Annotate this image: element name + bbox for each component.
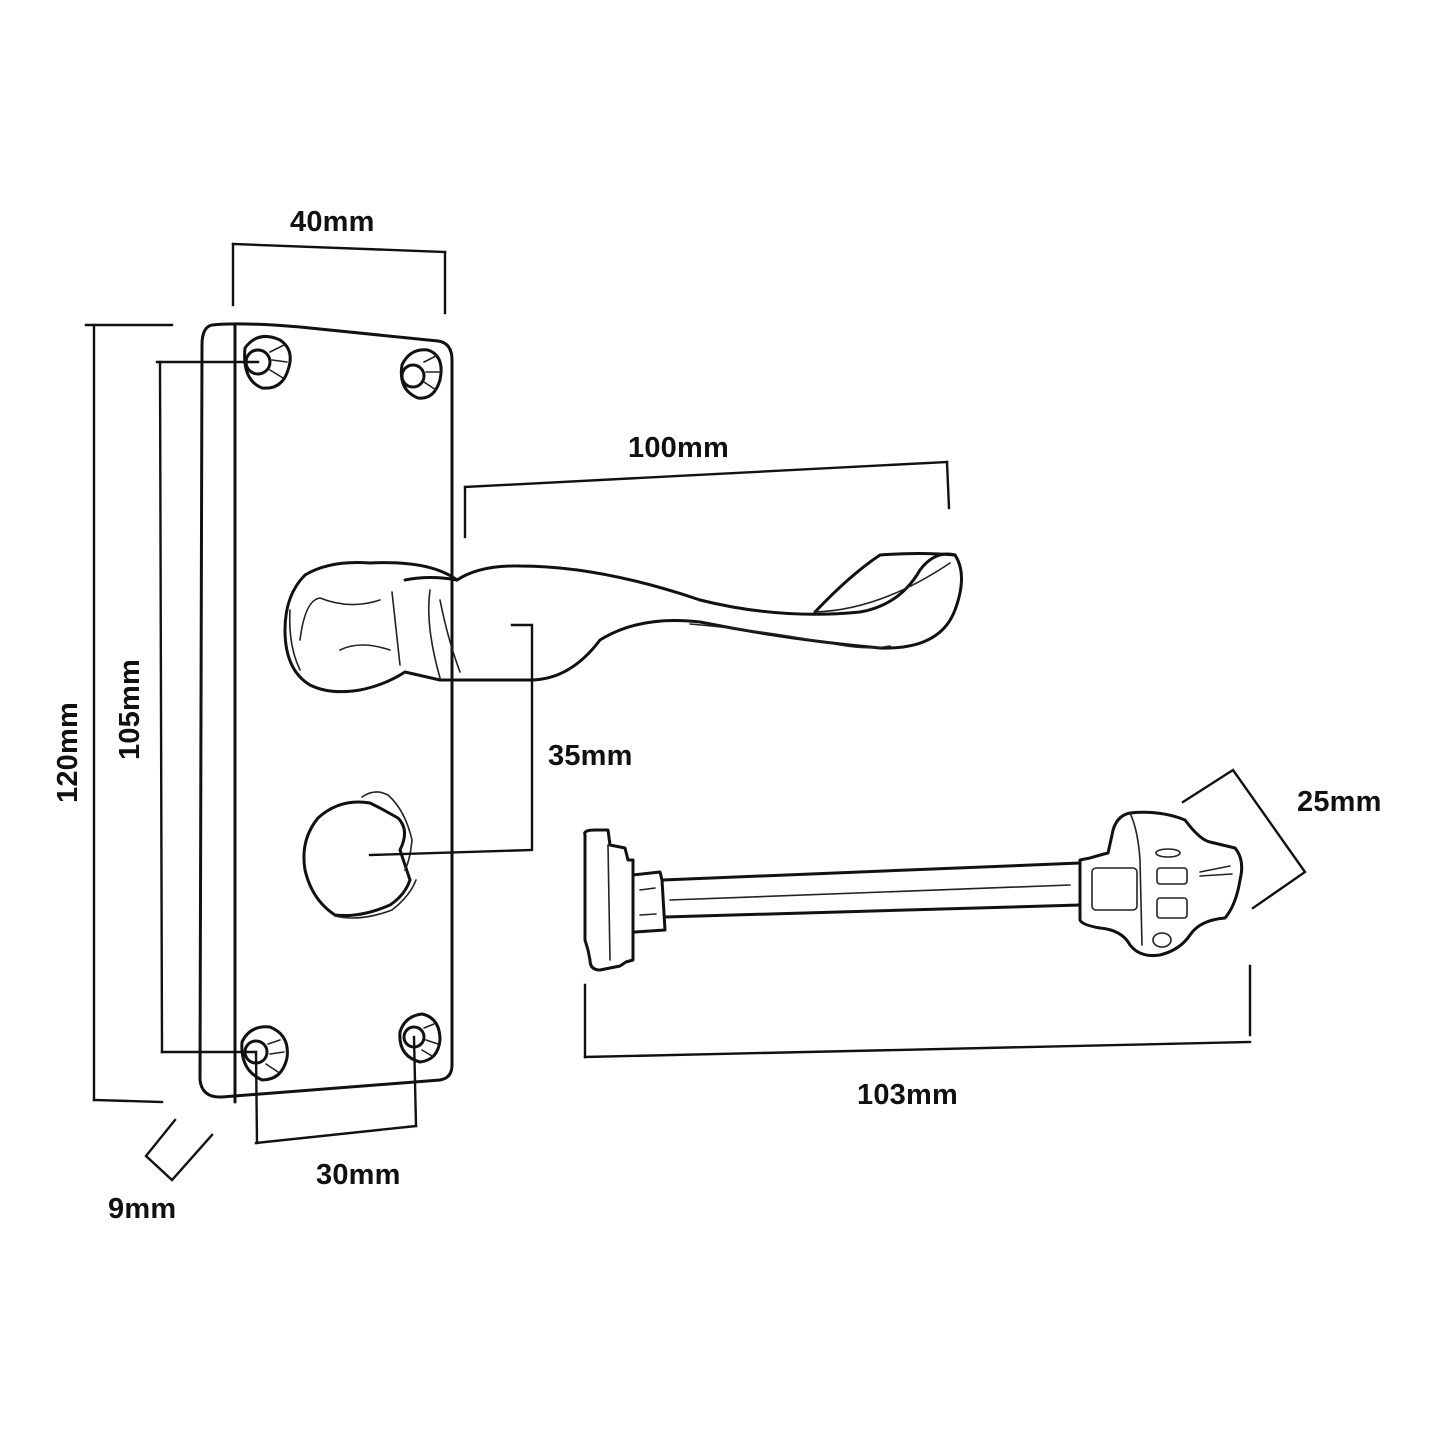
screw-bottom-left [240,1025,289,1082]
backplate [198,322,454,1104]
dimension-label-spindle-length: 103mm [857,1079,958,1111]
thumbturn-spindle [583,810,1244,972]
lever-handle [283,552,963,694]
screw-bottom-right [398,1012,442,1064]
dimension-label-plate-thickness: 9mm [108,1193,177,1225]
screw-top-right [399,348,443,400]
dimension-label-screw-horizontal-centres: 30mm [316,1159,401,1191]
turn-slot [302,791,417,919]
dimension-lines [84,242,1307,1182]
dimension-label-plate-width: 40mm [290,206,375,238]
dimension-label-lever-length: 100mm [628,432,729,464]
dimension-label-lever-to-slot: 35mm [548,740,633,772]
dimension-label-spindle-head: 25mm [1297,786,1382,818]
dimension-label-plate-height: 120mm [52,702,84,803]
dimension-label-screw-vertical-centres: 105mm [114,659,146,760]
